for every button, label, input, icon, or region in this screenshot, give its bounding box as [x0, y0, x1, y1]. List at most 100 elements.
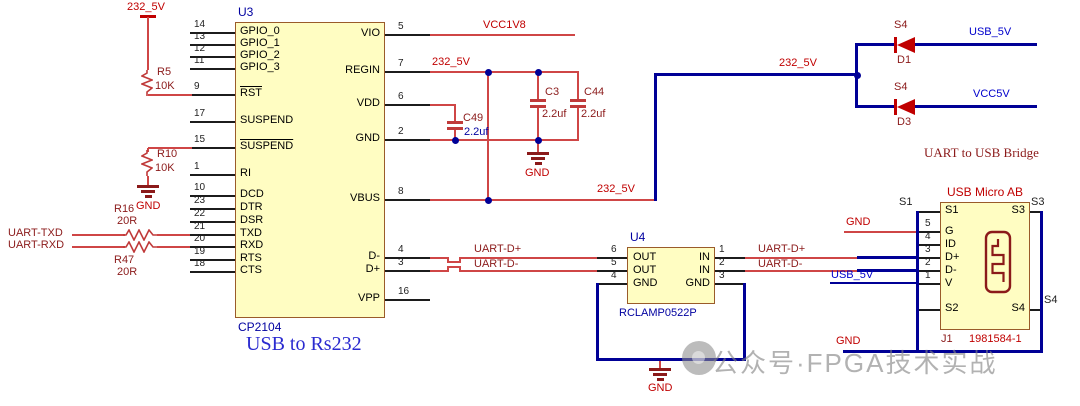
wire-vbus	[430, 199, 656, 201]
c44-ref: C44	[584, 86, 605, 98]
r47-value: 20R	[117, 266, 138, 278]
wire-dminus	[459, 257, 598, 259]
ground-symbol-u4	[653, 373, 667, 376]
u3-pin-stub	[190, 174, 235, 176]
wire-suspend	[148, 147, 192, 149]
wire-c44-bottom	[577, 108, 579, 141]
wire-dminus	[430, 257, 449, 259]
j1-pin-dm: D-	[945, 264, 957, 276]
wire-regin-232	[430, 71, 579, 73]
wire-rxd	[72, 246, 125, 248]
ground-symbol-u4	[649, 368, 671, 371]
pin-number: 4	[398, 244, 404, 255]
wire-r10-to-gnd	[147, 176, 149, 185]
wire-d3-anode	[855, 105, 896, 108]
gnd-label-caps: GND	[525, 167, 550, 179]
gnd-label-j1-shield: GND	[836, 335, 861, 347]
u4-pin-out1: OUT	[633, 251, 657, 263]
wire-dplus-jog	[447, 266, 461, 268]
u4-pin-stub	[715, 283, 745, 285]
wire-txd	[157, 234, 191, 236]
net-label-usb5v-top: USB_5V	[969, 26, 1012, 38]
u3-pin-stub	[385, 34, 430, 36]
wire-dminus-jog	[447, 257, 449, 263]
wire-vdd	[430, 104, 456, 106]
wire-c44-top	[577, 71, 579, 100]
u3-pin-suspend-n: SUSPEND	[240, 140, 294, 152]
r10-value: 10K	[155, 162, 175, 174]
resistor-r16-symbol	[123, 229, 157, 241]
wire-dminus-jog	[447, 261, 461, 263]
gnd-label-u4: GND	[648, 382, 673, 394]
net-label-vcc5v: VCC5V	[973, 88, 1010, 100]
u3-pin-suspend: SUSPEND	[240, 114, 294, 126]
u3-pin-stub	[385, 299, 430, 301]
u3-part: CP2104	[238, 320, 282, 334]
u4-part: RCLAMP0522P	[619, 307, 697, 319]
pin-number: 1	[194, 161, 200, 172]
wire-gnd-g	[844, 231, 918, 233]
pin-number: 15	[194, 134, 206, 145]
pin-number: 3	[925, 244, 931, 255]
d3-cathode-bar	[894, 99, 897, 115]
junction-dot	[854, 72, 861, 79]
u3-pin-txd: TXD	[240, 227, 262, 239]
ground-symbol-left	[137, 185, 159, 188]
c3-plate	[530, 99, 546, 102]
j1-part: 1981584-1	[969, 333, 1022, 345]
net-label-232-5v-vbus: 232_5V	[597, 183, 635, 195]
wire-dplus-jog	[459, 266, 461, 272]
u3-pin-stub	[190, 271, 235, 273]
wire-regin-to-vbus	[487, 71, 489, 201]
u3-pin-stub	[385, 270, 430, 272]
pin-number: 2	[398, 126, 404, 137]
u3-pin-gnd: GND	[355, 132, 380, 144]
junction-dot	[485, 69, 492, 76]
resistor-r10-symbol	[141, 150, 153, 176]
pin-number: 11	[194, 55, 205, 66]
wire-c3-top	[537, 71, 539, 100]
j1-pin-s4: S4	[1011, 302, 1025, 314]
pin-number: 4	[611, 270, 617, 281]
c44-value: 2.2uf	[581, 108, 606, 120]
c49-ref: C49	[463, 112, 484, 124]
j1-pad-s3: S3	[1031, 196, 1045, 208]
c44-plate	[570, 99, 586, 102]
wire-vcc1v8	[430, 34, 575, 36]
watermark-text: 公众号·FPGA技术实战	[712, 348, 998, 378]
pin-number: 6	[398, 91, 404, 102]
u3-pin-stub	[190, 32, 235, 34]
u3-pin-stub	[385, 104, 430, 106]
j1-pin-g: G	[945, 225, 954, 237]
net-label-232-5v-flag: 232_5V	[127, 1, 165, 13]
d1-pad: S4	[894, 19, 908, 31]
net-label-uart-dm-left: UART-D-	[474, 258, 519, 270]
u3-pin-gpio1: GPIO_1	[240, 37, 280, 49]
u3-pin-gpio2: GPIO_2	[240, 49, 280, 61]
wire-c49-to-gnd	[454, 130, 456, 141]
d1-diode-triangle	[897, 37, 915, 53]
u3-pin-regin: REGIN	[345, 64, 380, 76]
j1-shield-wire	[843, 350, 1043, 353]
c3-plate	[530, 105, 546, 108]
u3-pin-dcd: DCD	[240, 188, 264, 200]
r5-ref: R5	[157, 66, 172, 78]
junction-dot	[452, 137, 459, 144]
j1-pin-s1: S1	[945, 204, 959, 216]
pin-number: 21	[194, 221, 206, 232]
j1-pad-s4: S4	[1044, 294, 1058, 306]
wire-txd	[72, 234, 125, 236]
u3-pin-stub	[190, 259, 235, 261]
wire-dplus	[430, 270, 449, 272]
u3-pin-rxd: RXD	[240, 239, 264, 251]
r16-ref: R16	[114, 203, 135, 215]
wire-rst	[148, 94, 192, 96]
u4-pin-stub	[597, 257, 627, 259]
net-label-232-5v-regin: 232_5V	[432, 56, 470, 68]
wire-usb5v-j1	[830, 282, 918, 284]
c3-value: 2.2uf	[542, 108, 567, 120]
port-uart-rxd: UART-RXD	[8, 239, 65, 251]
pin-number: 13	[194, 31, 206, 42]
pin-number: 19	[194, 246, 206, 257]
pin-number: 2	[719, 257, 725, 268]
